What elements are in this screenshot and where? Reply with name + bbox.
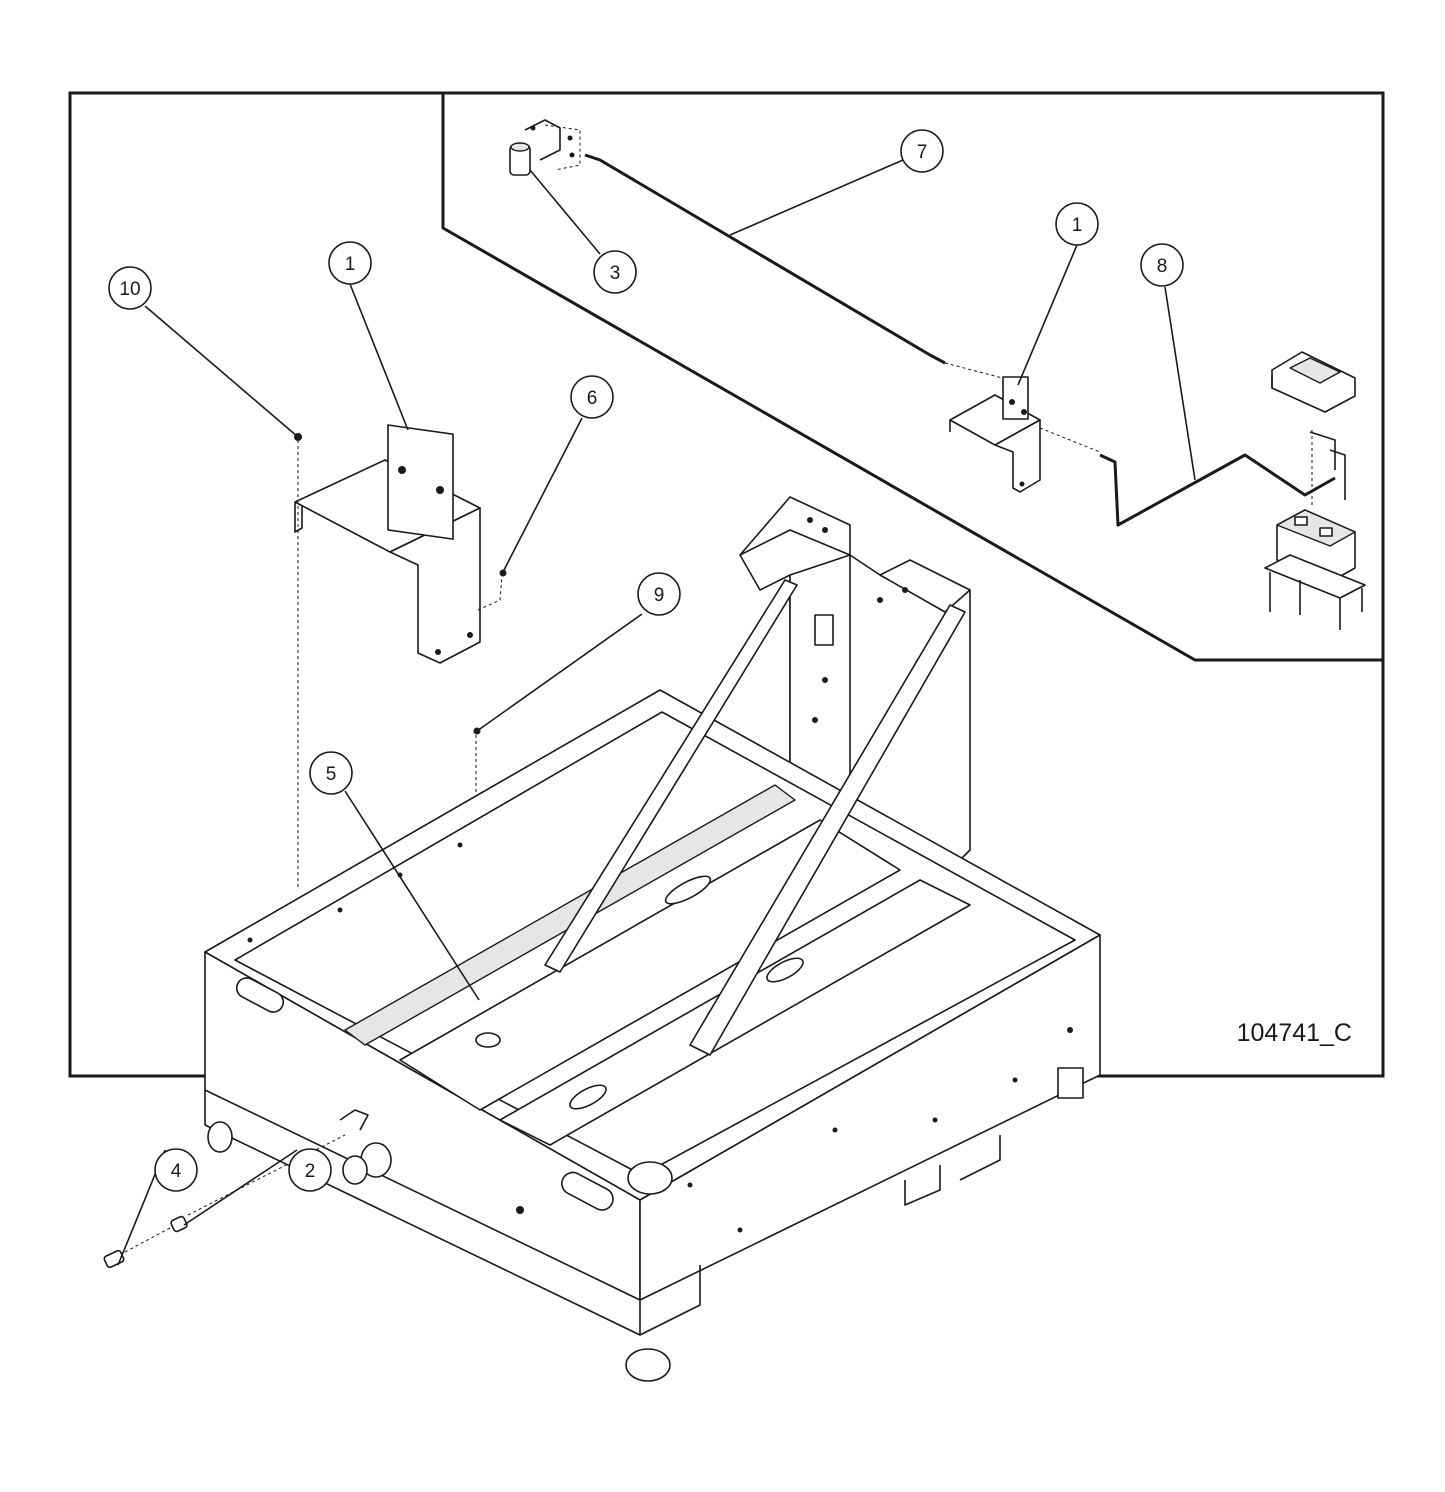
- base-frame: [204, 579, 1101, 1382]
- nut-6: [499, 569, 507, 577]
- drawing-number: 104741_C: [1237, 1019, 1352, 1047]
- callout-item-6: 6: [570, 375, 614, 419]
- callout-label: 3: [610, 263, 621, 284]
- callout-item-8: 8: [1140, 243, 1184, 287]
- caster-wheel: [625, 1348, 671, 1382]
- callout-label: 4: [171, 1161, 182, 1182]
- callout-label: 8: [1157, 256, 1168, 277]
- callout-label: 10: [119, 279, 140, 300]
- control-cable: [584, 153, 946, 365]
- inset-mount-bracket: [949, 376, 1041, 493]
- battery-cable: [1099, 453, 1336, 527]
- callout-item-5: 5: [309, 751, 353, 795]
- callout-label: 9: [654, 585, 665, 606]
- mount-bracket: [294, 424, 481, 664]
- caster-wheel: [207, 1121, 233, 1153]
- callout-label: 6: [587, 388, 598, 409]
- callout-item-7: 7: [900, 129, 944, 173]
- callout-item-9: 9: [637, 572, 681, 616]
- battery-cover: [1271, 351, 1356, 413]
- battery: [1264, 509, 1366, 630]
- switch-bracket: [509, 119, 581, 176]
- leader-lines: [117, 159, 1196, 1266]
- callout-label: 1: [345, 254, 356, 275]
- callout-label: 2: [305, 1161, 316, 1182]
- callout-item-10: 10: [108, 266, 152, 310]
- callout-item-1: 1: [328, 241, 372, 285]
- detail-inset-border: [441, 93, 1383, 662]
- callout-label: 5: [326, 764, 337, 785]
- hose-barb-fitting: [103, 1109, 392, 1269]
- callout-item-4: 4: [154, 1148, 198, 1192]
- detail-inset: [509, 119, 1366, 630]
- callout-item-3: 3: [593, 250, 637, 294]
- callout-item-2: 2: [288, 1148, 332, 1192]
- callout-label: 1: [1072, 215, 1083, 236]
- caster-wheel: [627, 1161, 673, 1195]
- callout-item-1: 1: [1055, 202, 1099, 246]
- callout-label: 7: [917, 142, 928, 163]
